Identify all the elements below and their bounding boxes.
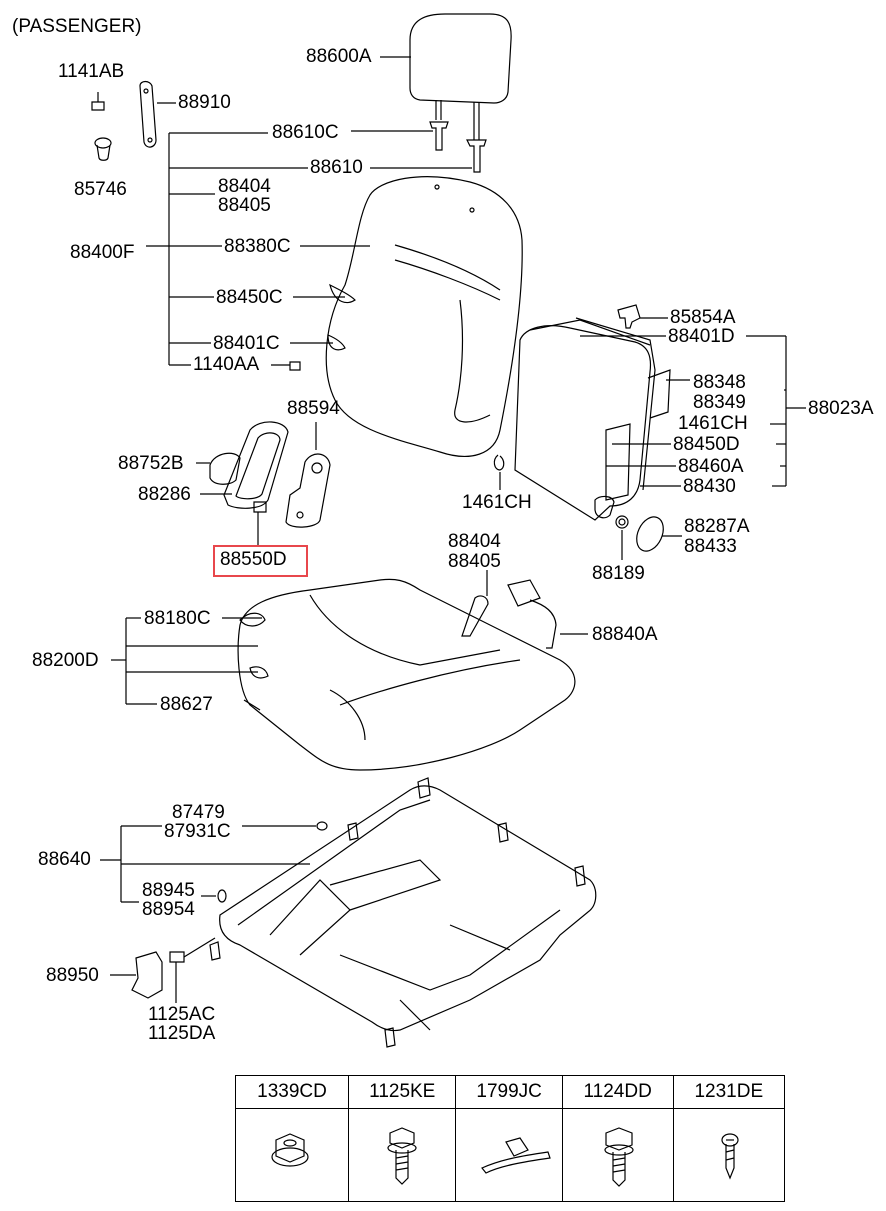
part-label-88405-top[interactable]: 88405 — [218, 195, 271, 216]
fastener-cell-1125KE — [348, 1108, 457, 1202]
clip-88627-drawing — [243, 699, 261, 711]
part-label-88433[interactable]: 88433 — [684, 536, 737, 557]
bolt-1125AC-drawing — [169, 937, 216, 963]
part-label-88287A[interactable]: 88287A — [684, 516, 750, 537]
belt-buckle-88840A-drawing — [507, 579, 557, 649]
fastener-header-1124DD[interactable]: 1124DD — [561, 1075, 674, 1109]
fastener-cell-1339CD — [234, 1108, 350, 1202]
part-label-1140AA[interactable]: 1140AA — [193, 354, 260, 375]
part-label-88349[interactable]: 88349 — [693, 392, 746, 413]
fastener-header-1339CD[interactable]: 1339CD — [234, 1075, 350, 1109]
seat-frame-drawing — [209, 777, 597, 1048]
fastener-cell-1799JC — [455, 1108, 563, 1202]
part-label-88752B[interactable]: 88752B — [118, 453, 184, 474]
part-label-88404-top[interactable]: 88404 — [218, 176, 271, 197]
plug-88945-drawing — [217, 889, 227, 903]
part-label-88023A[interactable]: 88023A — [808, 398, 874, 419]
knob-88752B-drawing — [209, 452, 241, 485]
part-label-87479[interactable]: 87479 — [172, 802, 225, 823]
part-label-88600A[interactable]: 88600A — [306, 46, 372, 67]
part-label-1141AB[interactable]: 1141AB — [58, 61, 125, 82]
grommet-88189-drawing — [615, 515, 629, 529]
clip-85854A-drawing — [617, 304, 641, 329]
part-label-88627[interactable]: 88627 — [160, 694, 213, 715]
part-label-88200D[interactable]: 88200D — [32, 650, 99, 671]
part-label-88189[interactable]: 88189 — [592, 563, 645, 584]
bolt-1140AA-drawing — [289, 361, 301, 371]
part-label-88401C[interactable]: 88401C — [213, 333, 280, 354]
clip-85746-drawing — [94, 137, 112, 161]
part-label-88950[interactable]: 88950 — [46, 965, 99, 986]
seat-guide-88404-drawing — [461, 595, 489, 637]
part-label-88450C[interactable]: 88450C — [216, 287, 283, 308]
headrest-guide-drawing — [429, 121, 487, 173]
fastener-header-1125KE[interactable]: 1125KE — [348, 1075, 457, 1109]
part-label-88405-seat[interactable]: 88405 — [448, 551, 501, 572]
hook-1461CH-drawing — [493, 454, 505, 471]
part-label-88400F[interactable]: 88400F — [70, 242, 135, 263]
fastener-header-1799JC[interactable]: 1799JC — [455, 1075, 563, 1109]
part-label-88404-seat[interactable]: 88404 — [448, 531, 501, 552]
bolt-88550D-drawing — [253, 501, 267, 513]
page-title: (PASSENGER) — [12, 16, 142, 37]
part-label-85854A[interactable]: 85854A — [670, 307, 736, 328]
part-label-87931C[interactable]: 87931C — [164, 821, 231, 842]
part-label-1125AC[interactable]: 1125AC — [148, 1004, 216, 1025]
part-label-88430[interactable]: 88430 — [683, 476, 736, 497]
highlight-88550D — [213, 545, 308, 577]
part-label-88450D[interactable]: 88450D — [673, 434, 740, 455]
part-label-88550D[interactable]: 88550D — [220, 549, 287, 570]
part-label-88610C[interactable]: 88610C — [272, 122, 339, 143]
seatback-front-drawing — [325, 176, 523, 457]
bracket-88910-drawing — [139, 80, 176, 148]
seatback-rear-drawing — [514, 317, 671, 521]
part-label-88380C[interactable]: 88380C — [224, 236, 291, 257]
headrest-drawing — [409, 13, 512, 140]
cover-88287A-drawing — [636, 516, 664, 552]
part-label-88954[interactable]: 88954 — [142, 899, 195, 920]
plug-87479-drawing — [316, 821, 328, 831]
part-label-1461CH-rear[interactable]: 1461CH — [678, 413, 748, 434]
recliner-cover-88286-drawing — [223, 421, 289, 509]
part-label-88180C[interactable]: 88180C — [144, 608, 211, 629]
part-label-88840A[interactable]: 88840A — [592, 624, 658, 645]
fastener-header-1231DE[interactable]: 1231DE — [672, 1075, 786, 1109]
part-label-88910[interactable]: 88910 — [178, 92, 231, 113]
part-label-1125DA[interactable]: 1125DA — [148, 1023, 216, 1044]
part-label-88401D[interactable]: 88401D — [668, 326, 735, 347]
fastener-cell-1124DD — [561, 1108, 674, 1202]
fastener-cell-1231DE — [672, 1108, 786, 1202]
part-label-1461CH-hook[interactable]: 1461CH — [462, 492, 532, 513]
part-label-88610[interactable]: 88610 — [310, 157, 363, 178]
seat-cushion-drawing — [237, 578, 576, 771]
cover-88950-drawing — [131, 951, 163, 999]
part-label-88348[interactable]: 88348 — [693, 372, 746, 393]
part-label-88594[interactable]: 88594 — [287, 398, 340, 419]
part-label-85746[interactable]: 85746 — [74, 179, 127, 200]
fastener-table: 1339CD 1125KE 1799JC 1124DD 1231DE — [234, 1075, 786, 1202]
part-label-88460A[interactable]: 88460A — [678, 456, 744, 477]
part-label-88286[interactable]: 88286 — [138, 484, 191, 505]
part-label-88945[interactable]: 88945 — [142, 880, 195, 901]
bolt-1141AB-drawing — [91, 92, 105, 111]
recliner-88594-drawing — [285, 453, 331, 528]
part-label-88640[interactable]: 88640 — [38, 849, 91, 870]
